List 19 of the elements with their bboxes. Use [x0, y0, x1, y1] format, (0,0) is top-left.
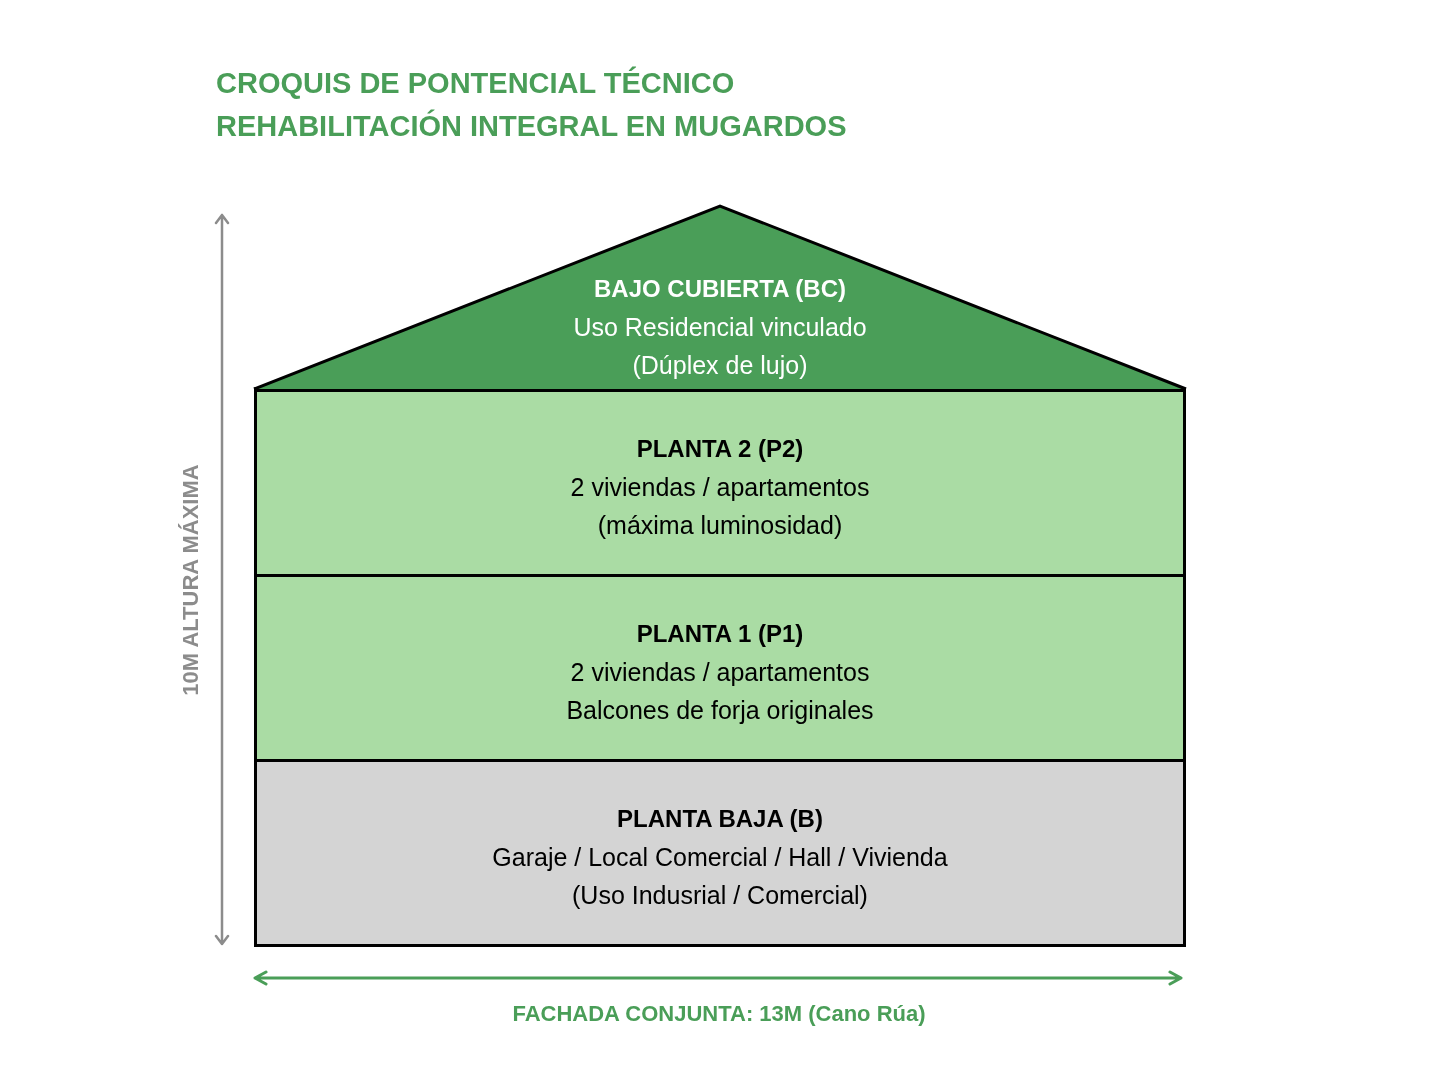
floor-box	[254, 577, 1186, 762]
floor-description: 2 viviendas / apartamentos	[570, 472, 870, 503]
floor-box	[254, 389, 1186, 577]
floor-description: (Uso Indusrial / Comercial)	[572, 880, 868, 911]
diagram-title: CROQUIS DE PONTENCIAL TÉCNICO REHABILITACIÓN INTEGRAL EN MUGARDOS	[216, 65, 848, 144]
width-dimension-label: FACHADA CONJUNTA: 13M (Cano Rúa)	[511, 1001, 927, 1027]
floor-description: Uso Residencial vinculado	[573, 312, 867, 343]
floor-description: Balcones de forja originales	[566, 695, 874, 726]
height-dimension-label: 10M ALTURA MÁXIMA	[178, 464, 204, 696]
floor-description: (máxima luminosidad)	[597, 510, 843, 541]
floor-description: (Dúplex de lujo)	[632, 350, 808, 381]
floor-title: PLANTA BAJA (B)	[617, 804, 823, 834]
floor-title: PLANTA 1 (P1)	[636, 619, 804, 649]
floor-title: BAJO CUBIERTA (BC)	[594, 274, 846, 304]
roof-triangle	[252, 203, 1188, 389]
floor-description: Garaje / Local Comercial / Hall / Vivienda	[492, 842, 948, 873]
floor-title: PLANTA 2 (P2)	[636, 434, 804, 464]
floor-box	[254, 762, 1186, 947]
floor-description: 2 viviendas / apartamentos	[570, 657, 870, 688]
